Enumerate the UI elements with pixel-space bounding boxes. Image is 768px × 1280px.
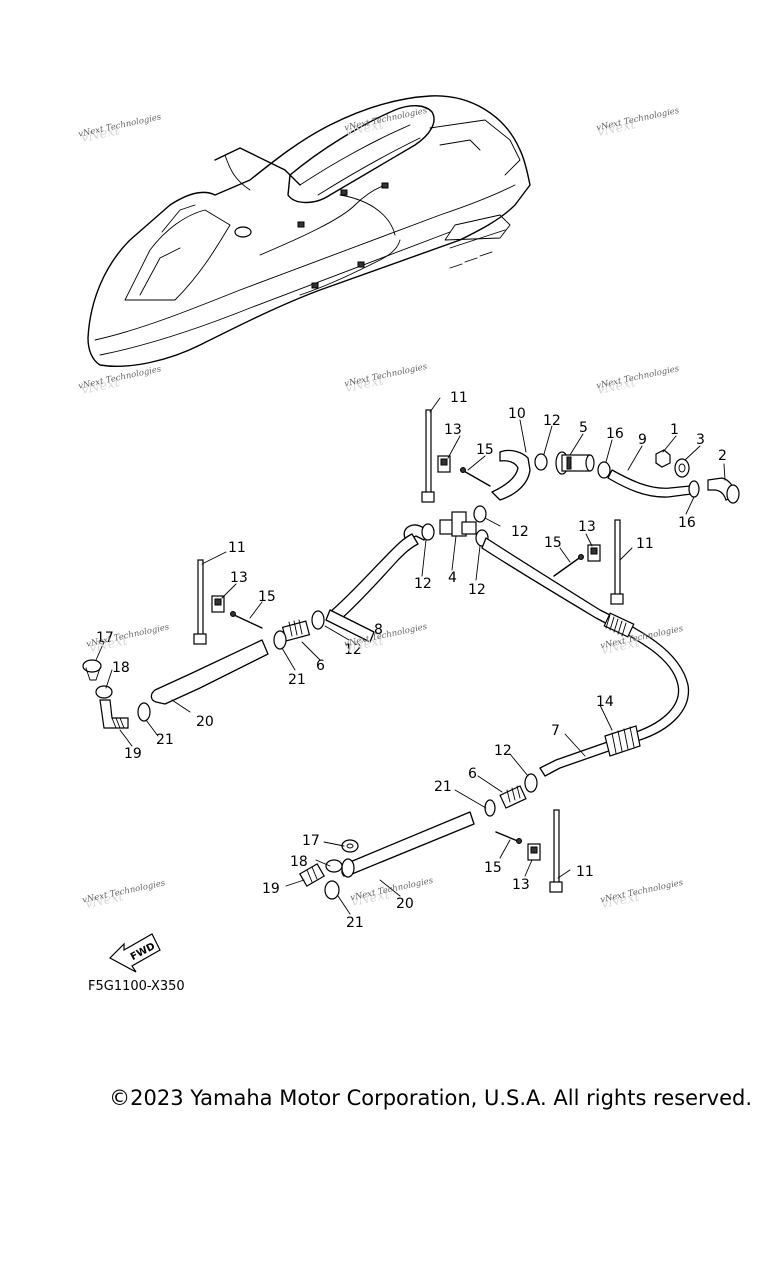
callout-13: 13	[444, 422, 462, 438]
callout-12-lower: 12	[494, 743, 512, 759]
hose-9	[607, 469, 692, 498]
washer-3	[674, 458, 690, 478]
watermark-text: vNext Technologies	[595, 106, 680, 133]
callout-17-upper: 17	[96, 630, 114, 646]
clamp-18-lower	[325, 859, 343, 873]
callout-13-lower: 13	[512, 877, 530, 893]
pin-15-right	[553, 554, 584, 577]
callout-12-left: 12	[344, 642, 362, 658]
hose-8	[325, 609, 375, 643]
pin-15-left	[230, 611, 263, 629]
callout-6: 6	[316, 658, 325, 674]
callout-labels: 11 13 15 10 12 5 16 9 1 3 2 16 12 12 4 1…	[96, 390, 727, 931]
callout-21-left: 21	[156, 732, 174, 748]
cable-tie-11-top	[421, 409, 435, 503]
callout-15-left: 15	[258, 589, 276, 605]
hose-20	[150, 639, 269, 705]
callout-18-upper: 18	[112, 660, 130, 676]
callout-15: 15	[476, 442, 494, 458]
cable-tie-11-right	[610, 519, 624, 605]
pin-15-top	[460, 467, 491, 487]
callout-15-right: 15	[544, 535, 562, 551]
hose-assembly	[82, 397, 740, 915]
clamp-18	[95, 685, 113, 699]
watermark-text: vNext Technologies	[349, 876, 434, 903]
holder-13-left	[211, 595, 225, 613]
callout-17-lower: 17	[302, 833, 320, 849]
cap-17-upper	[82, 659, 102, 673]
fwd-arrow: FWD	[109, 933, 161, 973]
holder-13-bottom	[527, 843, 541, 861]
hose-fitting-6-lower	[499, 785, 527, 809]
callout-7: 7	[551, 723, 560, 739]
callout-9: 9	[638, 432, 647, 448]
callout-5: 5	[579, 420, 588, 436]
cable-tie-11-left	[193, 559, 207, 645]
ribbed-sleeve-14-top	[603, 612, 635, 638]
callout-11: 11	[450, 390, 468, 406]
callout-11-lower: 11	[576, 864, 594, 880]
watermark-text: vNext Technologies	[343, 106, 428, 133]
callout-2: 2	[718, 448, 727, 464]
callout-11-right: 11	[636, 536, 654, 552]
callout-4: 4	[448, 570, 457, 586]
callout-3: 3	[696, 432, 705, 448]
hose-fitting-6	[281, 619, 311, 642]
leader-lines	[95, 397, 726, 915]
callout-19-lower: 19	[262, 881, 280, 897]
clamp-12-left	[311, 610, 325, 630]
callout-10: 10	[508, 406, 526, 422]
nozzle-19	[99, 699, 129, 729]
clamp-12-lower	[524, 773, 538, 793]
watermark-text: vNext Technologies	[599, 878, 684, 905]
nut-1	[655, 449, 671, 468]
clamp-12-center	[421, 523, 435, 541]
watermarks: vNext vNext Technologies vNext vNext Tec…	[77, 106, 684, 912]
cable-tie-11-bottom	[549, 809, 563, 893]
callout-13-left: 13	[230, 570, 248, 586]
hose-10	[491, 449, 531, 501]
hose-20-lower	[341, 811, 475, 877]
callout-21-lower-left: 21	[346, 915, 364, 931]
watercraft-illustration	[87, 95, 531, 367]
callout-21-lower: 21	[434, 779, 452, 795]
callout-12-center-left: 12	[414, 576, 432, 592]
watermark-text: vNext Technologies	[343, 362, 428, 389]
callout-12-center-right: 12	[511, 524, 529, 540]
pin-15-bottom	[495, 831, 522, 844]
callout-15-lower: 15	[484, 860, 502, 876]
callout-18-lower: 18	[290, 854, 308, 870]
callout-1: 1	[670, 422, 679, 438]
union-fitting-5	[555, 451, 595, 475]
callout-6-lower: 6	[468, 766, 477, 782]
callout-11-left: 11	[228, 540, 246, 556]
callout-16: 16	[606, 426, 624, 442]
callout-21: 21	[288, 672, 306, 688]
callout-12: 12	[543, 413, 561, 429]
holder-13-right	[587, 544, 601, 562]
diagram-code: F5G1100-X350	[88, 979, 185, 994]
clamp-16	[597, 461, 611, 479]
hose-7	[481, 537, 690, 777]
holder-13-top	[437, 455, 451, 473]
callout-14: 14	[596, 694, 614, 710]
copyright-notice: ©2023 Yamaha Motor Corporation, U.S.A. A…	[109, 1086, 752, 1110]
clamp-16-lower	[688, 480, 700, 498]
callout-13-right: 13	[578, 519, 596, 535]
callout-8: 8	[374, 622, 383, 638]
callout-20-lower: 20	[396, 896, 414, 912]
watermark-text: vNext Technologies	[595, 364, 680, 391]
callout-20-upper: 20	[196, 714, 214, 730]
callout-12-center-bottom: 12	[468, 582, 486, 598]
ribbed-sleeve-14	[604, 725, 641, 757]
clamp-12	[534, 453, 548, 471]
callout-16-lower: 16	[678, 515, 696, 531]
callout-19-upper: 19	[124, 746, 142, 762]
